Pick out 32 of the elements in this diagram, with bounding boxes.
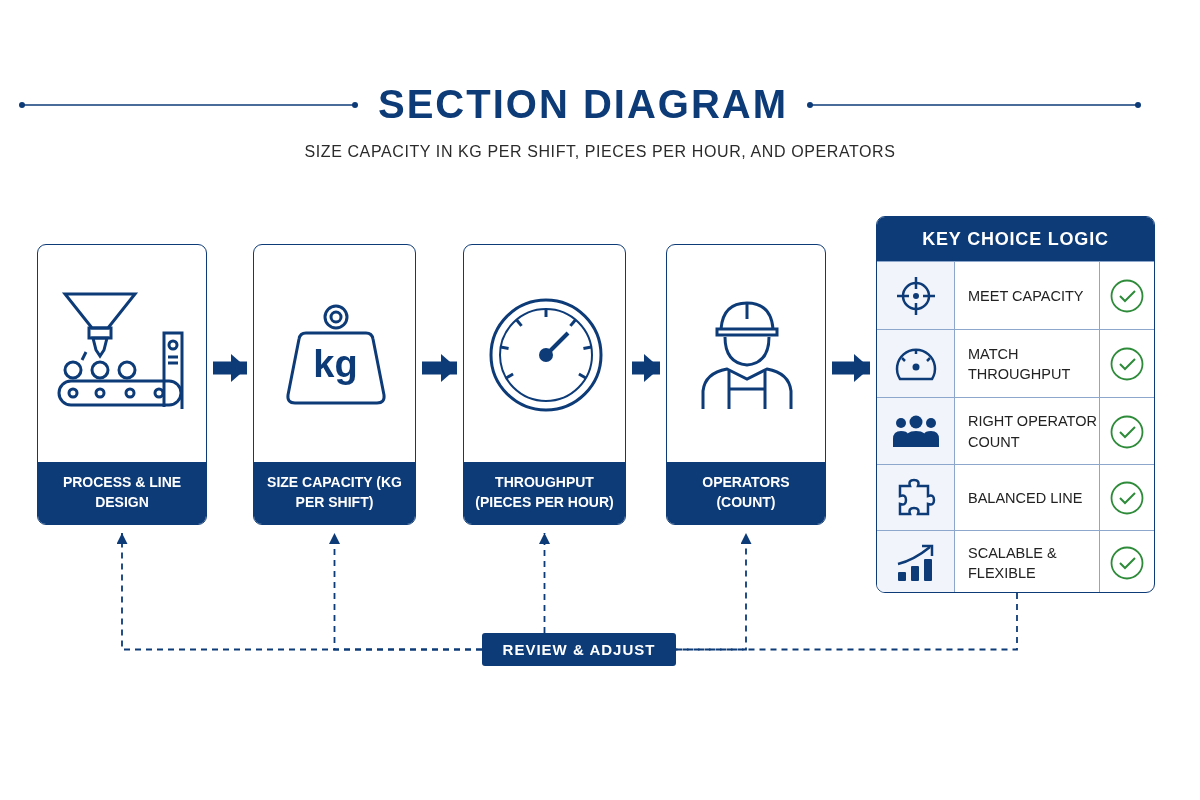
process-card bbox=[37, 244, 207, 525]
flow-arrow bbox=[832, 354, 870, 382]
row-label: MEET CAPACITY bbox=[968, 286, 1084, 306]
card-label: OPERATORS (COUNT) bbox=[701, 473, 791, 512]
logic-row bbox=[877, 530, 1154, 592]
flow-arrow bbox=[632, 354, 660, 382]
card-label: PROCESS & LINE DESIGN bbox=[61, 473, 183, 512]
row-label: SCALABLE & FLEXIBLE bbox=[968, 543, 1058, 583]
card-label: SIZE CAPACITY (KG PER SHIFT) bbox=[266, 473, 403, 512]
connector-line bbox=[675, 592, 1018, 651]
logic-row bbox=[877, 464, 1154, 531]
capacity-card bbox=[253, 244, 416, 525]
icon-text: kg bbox=[312, 344, 359, 383]
review-badge: REVIEW & ADJUST bbox=[482, 633, 676, 666]
operators-card bbox=[666, 244, 826, 525]
choice-logic-panel bbox=[876, 216, 1155, 593]
panel-title: KEY CHOICE LOGIC bbox=[922, 228, 1109, 250]
flow-arrow bbox=[422, 354, 457, 382]
logic-row bbox=[877, 329, 1154, 398]
card-label: THROUGHPUT (PIECES PER HOUR) bbox=[474, 473, 615, 512]
logic-row bbox=[877, 397, 1154, 465]
feedback-arrow bbox=[329, 532, 483, 651]
row-label: BALANCED LINE bbox=[968, 488, 1083, 508]
feedback-arrow bbox=[675, 532, 752, 651]
throughput-card bbox=[463, 244, 626, 525]
logic-row bbox=[877, 261, 1154, 330]
row-label: MATCH THROUGHPUT bbox=[968, 344, 1072, 384]
flow-arrow bbox=[213, 354, 247, 382]
feedback-arrow bbox=[539, 532, 550, 634]
row-label: RIGHT OPERATOR COUNT bbox=[968, 412, 1098, 452]
title: SECTION DIAGRAM bbox=[377, 82, 789, 127]
subtitle: SIZE CAPACITY IN KG PER SHIFT, PIECES PER HOUR, AND OPERATORS bbox=[303, 143, 897, 161]
